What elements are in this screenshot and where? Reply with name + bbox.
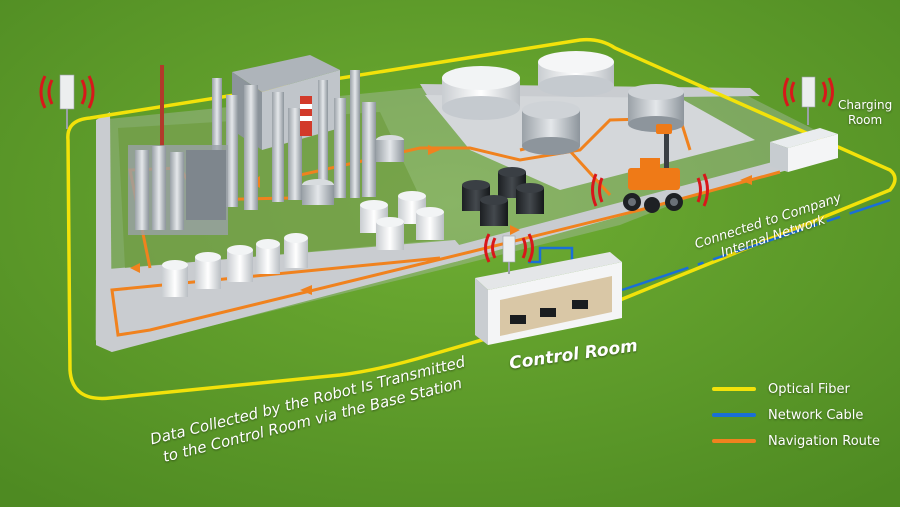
monitor-1 [510, 315, 526, 324]
refinery-complex [128, 55, 404, 235]
base-station-right [783, 76, 834, 125]
charging-room-label: Charging Room [838, 98, 892, 128]
legend-item-navigation-route: Navigation Route [712, 428, 892, 454]
storage-tanks-dark [462, 167, 544, 226]
legend-label: Navigation Route [768, 433, 880, 449]
optical-fiber-swatch [712, 387, 756, 391]
legend-item-network-cable: Network Cable [712, 402, 892, 428]
charging-room-label-line-1: Charging [838, 98, 893, 112]
optical-fiber-loop [66, 37, 897, 401]
monitor-3 [572, 300, 588, 309]
control-room-building [475, 252, 622, 345]
navigation-route-swatch [712, 439, 756, 443]
legend-label: Network Cable [768, 407, 864, 423]
monitor-2 [540, 308, 556, 317]
legend: Optical Fiber Network Cable Navigation R… [712, 376, 892, 454]
network-cable [528, 198, 891, 292]
storage-tanks-white [360, 191, 444, 250]
charging-room-label-line-2: Room [848, 113, 883, 127]
storage-tanks-large [442, 51, 684, 155]
inspection-robot [591, 124, 709, 213]
legend-label: Optical Fiber [768, 381, 850, 397]
network-cable-swatch [712, 413, 756, 417]
base-station-left [39, 74, 95, 129]
base-station-center [484, 233, 534, 274]
storage-tanks-row [162, 233, 308, 297]
legend-item-optical-fiber: Optical Fiber [712, 376, 892, 402]
charging-room-building [770, 128, 838, 172]
